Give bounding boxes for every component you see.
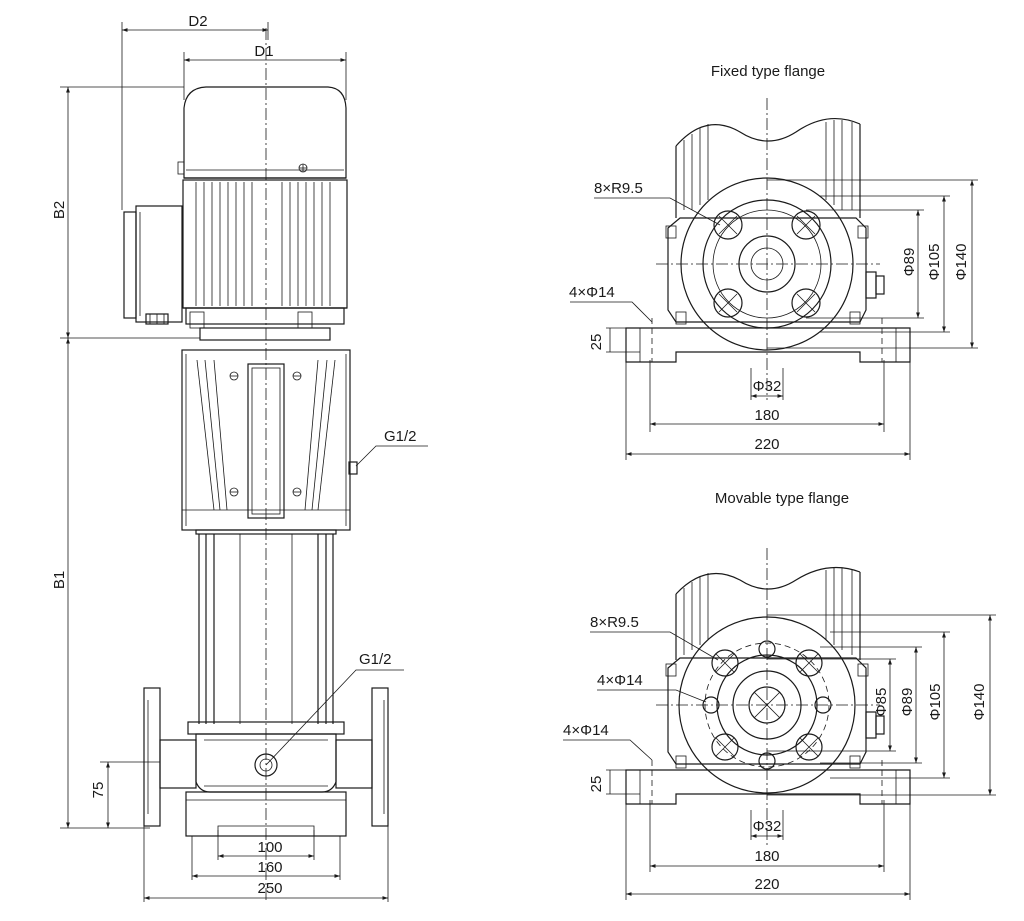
movable-flange-holes-label: 4×Φ14 <box>597 672 643 689</box>
movable-flange-view: Movable type flange <box>563 490 996 900</box>
movable-phi105-label: Φ105 <box>927 684 944 721</box>
fixed-w220-label: 220 <box>754 436 779 453</box>
movable-bolt-slots-label: 8×R9.5 <box>590 614 639 631</box>
fixed-h25-label: 25 <box>588 334 605 351</box>
fixed-phi32-label: Φ32 <box>753 378 782 395</box>
movable-phi85-label: Φ85 <box>873 688 890 717</box>
terminal-box <box>123 205 183 325</box>
fixed-bolt-slots-label: 8×R9.5 <box>594 180 643 197</box>
label-h75: 75 <box>90 782 107 799</box>
fixed-w180-label: 180 <box>754 407 779 424</box>
label-b2: B2 <box>51 201 68 219</box>
label-g12-lower: G1/2 <box>359 651 392 668</box>
movable-phi140-label: Φ140 <box>971 684 988 721</box>
fixed-base-holes-label: 4×Φ14 <box>569 284 615 301</box>
movable-flange-title: Movable type flange <box>715 490 849 507</box>
side-dimensions <box>60 22 428 902</box>
fixed-phi89-label: Φ89 <box>901 248 918 277</box>
movable-w180-label: 180 <box>754 848 779 865</box>
pump-side-view: D2 D1 B2 B1 G1/2 G1/2 75 100 160 250 <box>51 13 428 902</box>
label-g12-upper: G1/2 <box>384 428 417 445</box>
movable-phi32-label: Φ32 <box>753 818 782 835</box>
fixed-flange-view: Fixed type flange <box>569 63 978 460</box>
label-w250: 250 <box>257 880 282 897</box>
motor-stool <box>181 349 358 531</box>
motor-fan-cover <box>177 86 347 179</box>
fixed-flange-title: Fixed type flange <box>711 63 825 80</box>
fixed-phi105-label: Φ105 <box>926 244 943 281</box>
motor-body <box>182 179 348 341</box>
label-w160: 160 <box>257 859 282 876</box>
movable-phi89-label: Φ89 <box>899 688 916 717</box>
movable-h25-label: 25 <box>588 776 605 793</box>
movable-w220-label: 220 <box>754 876 779 893</box>
movable-base-holes-label: 4×Φ14 <box>563 722 609 739</box>
label-w100: 100 <box>257 839 282 856</box>
tie-rods <box>195 529 337 724</box>
label-d1: D1 <box>254 43 273 60</box>
fixed-phi140-label: Φ140 <box>953 244 970 281</box>
label-b1: B1 <box>51 571 68 589</box>
label-d2: D2 <box>188 13 207 30</box>
